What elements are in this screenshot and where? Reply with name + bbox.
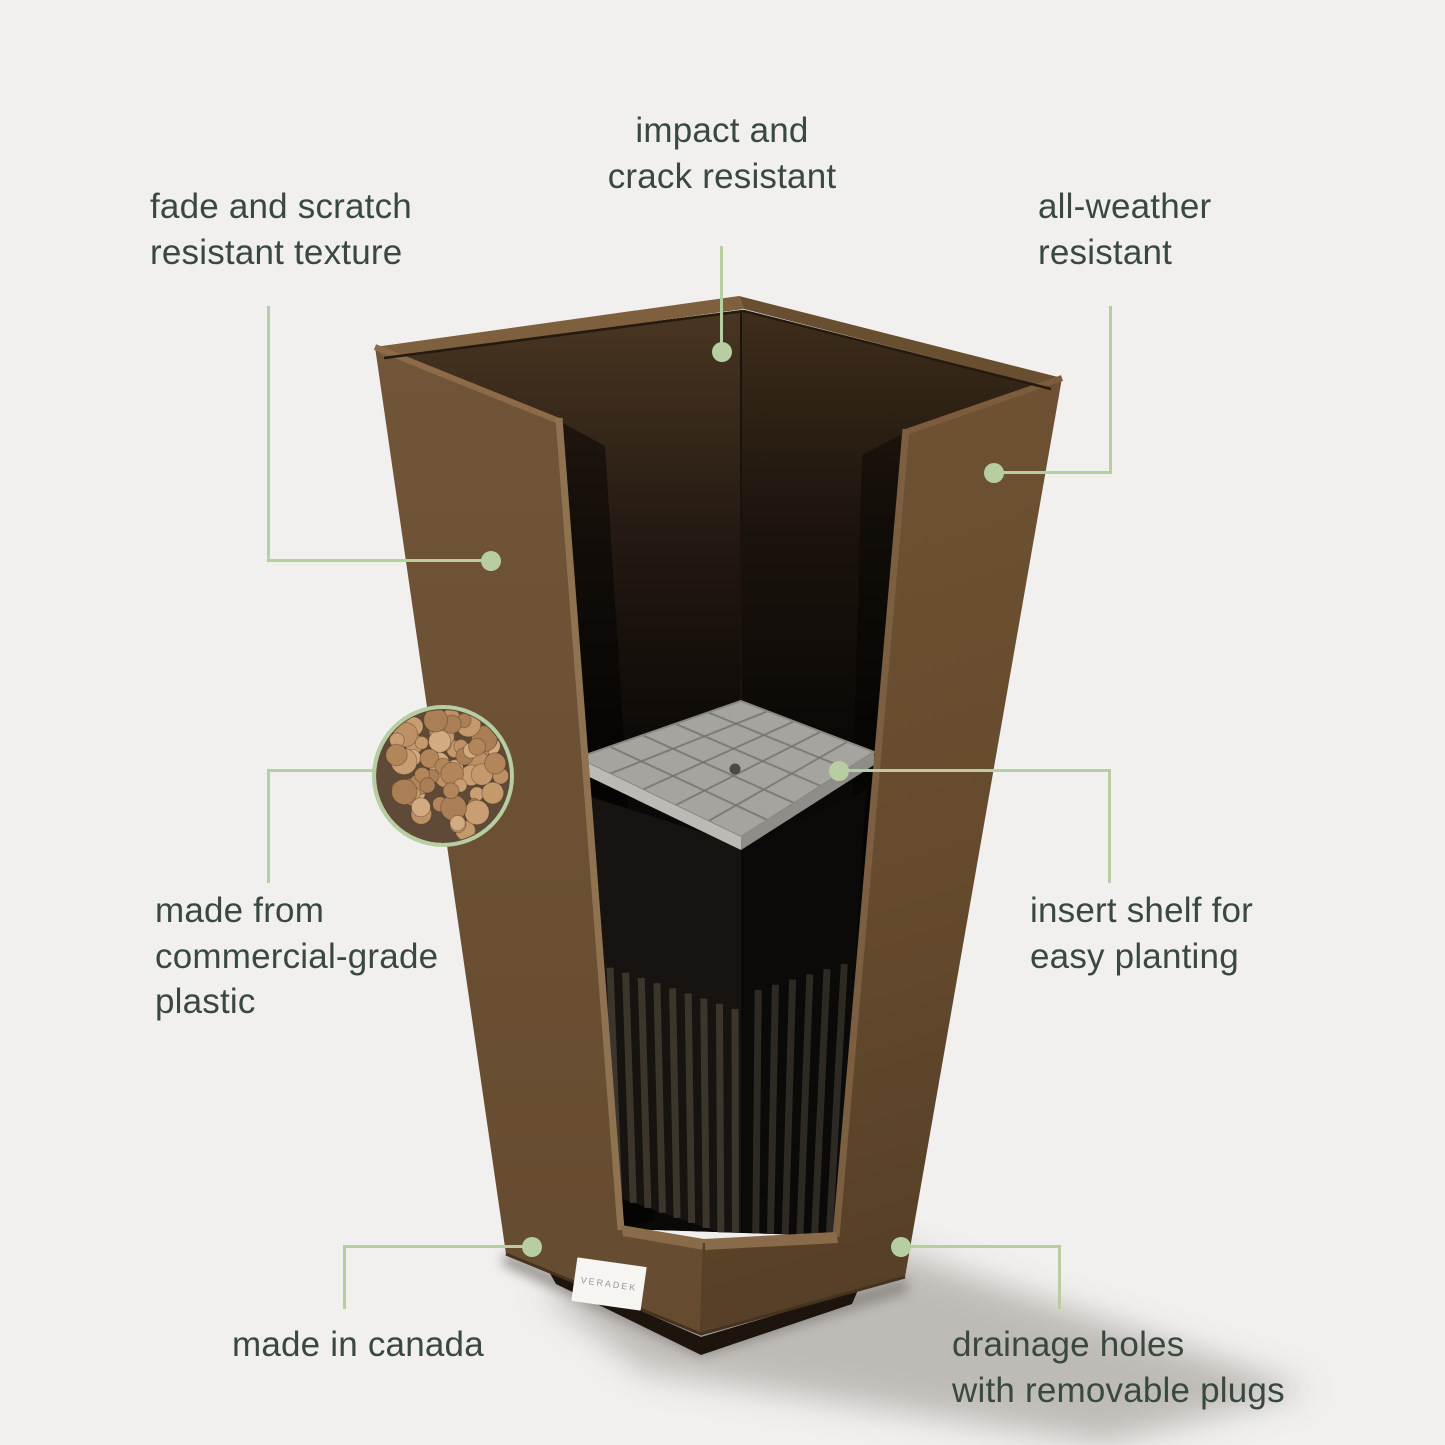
callout-drainage-line-h [901, 1245, 1061, 1248]
planter-left-face [375, 347, 704, 1334]
callout-shelf-label: insert shelf for easy planting [1030, 891, 1254, 976]
planter-exterior: VERADEK [373, 296, 1063, 1355]
inset-ring [372, 705, 514, 847]
callout-fade-dot [481, 551, 501, 571]
callout-weather-line-h [994, 471, 1112, 474]
callout-impact-dot [712, 342, 732, 362]
callout-drainage-line-v [1058, 1245, 1061, 1309]
callout-impact-label: impact and crack resistant [607, 111, 837, 196]
support-slots-left [606, 967, 739, 1236]
shelf-grid-lines [609, 710, 848, 823]
callout-material-line-v [267, 769, 270, 883]
clay-pebbles [385, 710, 509, 842]
callout-material-label: made from commercial-grade plastic [155, 891, 439, 1021]
material-texture-inset [372, 705, 514, 847]
callout-weather-dot [984, 463, 1004, 483]
callout-shelf-line-v [1108, 769, 1111, 883]
callout-drainage-label: drainage holes with removable plugs [952, 1325, 1285, 1410]
callout-weather-line-v [1109, 306, 1112, 474]
inner-support-box [585, 791, 866, 1236]
planter-foot [548, 1270, 858, 1355]
callout-fade-line-v [267, 306, 270, 562]
callout-fade-label: fade and scratch resistant texture [150, 187, 412, 272]
callout-weather-label: all-weather resistant [1038, 187, 1212, 272]
support-slots-right [752, 963, 848, 1236]
callout-canada-line-h [343, 1245, 533, 1248]
brand-label: VERADEK [571, 1257, 647, 1311]
callout-impact-line [720, 246, 723, 352]
callout-fade-line-h [267, 559, 491, 562]
callout-shelf-line-h [839, 769, 1111, 772]
callout-material-line-h [267, 769, 375, 772]
shelf-center-hole [729, 763, 741, 775]
planter-right-face [701, 378, 1062, 1334]
callout-canada-line-v [343, 1245, 346, 1309]
callout-canada-label: made in canada [232, 1325, 484, 1364]
